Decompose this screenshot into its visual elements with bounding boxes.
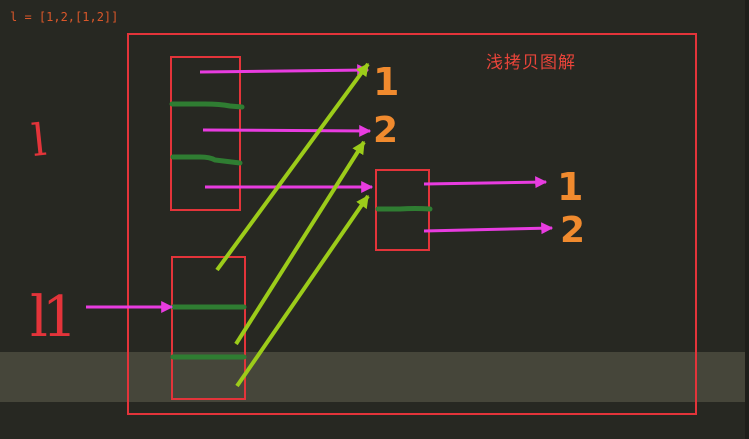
code-line: l = [1,2,[1,2]]: [10, 10, 119, 24]
outer-frame: [127, 33, 697, 415]
label-l: l: [29, 115, 48, 167]
arrow-l1-slot2-to-2: [234, 140, 366, 346]
value-2-top: 2: [373, 110, 398, 151]
arrow-l-slot2-to-2: [202, 124, 372, 137]
inner-list-slot-divider: [375, 206, 433, 212]
arrow-l-slot1-to-1: [199, 64, 370, 77]
arrow-inner-slot2-to-2: [423, 222, 554, 235]
window-edge: [745, 0, 749, 439]
list-l-slot-divider-1: [169, 101, 245, 110]
list-l-slot-divider-2: [170, 154, 243, 166]
arrow-l1-slot3-to-inner: [235, 194, 370, 388]
value-2-right: 2: [560, 210, 585, 251]
arrow-l1-slot1-to-1: [215, 62, 370, 272]
value-1-top: 1: [373, 60, 399, 104]
label-l1: l1: [30, 285, 72, 350]
value-1-right: 1: [557, 165, 583, 209]
arrow-inner-slot1-to-1: [423, 176, 548, 189]
diagram-title: 浅拷贝图解: [486, 53, 576, 73]
list-l1-box: [171, 256, 246, 400]
highlight-band: [0, 352, 749, 402]
list-l-box: [170, 56, 241, 211]
